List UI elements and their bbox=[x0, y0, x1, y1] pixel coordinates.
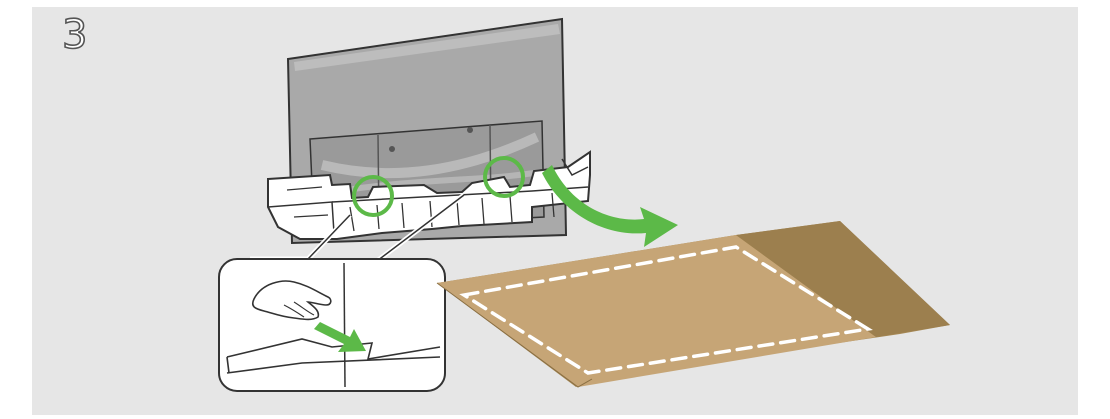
arrow-icon bbox=[314, 322, 366, 352]
instruction-panel: 3 bbox=[32, 7, 1078, 415]
illustration bbox=[218, 17, 950, 392]
highlight-circle-left bbox=[352, 175, 394, 217]
zoom-callout bbox=[218, 258, 446, 392]
hand-icon bbox=[251, 280, 332, 321]
highlight-circle-right bbox=[483, 156, 525, 198]
curved-arrow-icon bbox=[542, 165, 678, 247]
dashed-placement-area bbox=[459, 245, 873, 375]
cardboard-mat bbox=[436, 221, 950, 388]
step-number: 3 bbox=[61, 12, 88, 58]
